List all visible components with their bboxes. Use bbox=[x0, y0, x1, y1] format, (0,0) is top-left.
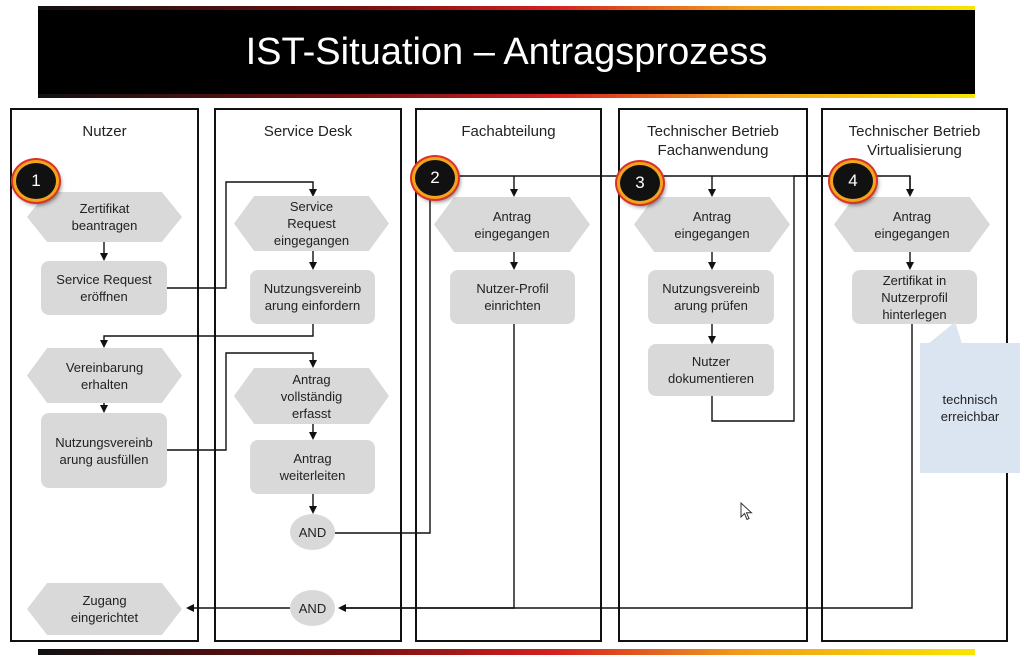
edge-and-to-lanes bbox=[335, 175, 911, 534]
lane-nutzer bbox=[10, 108, 199, 642]
lane-title-service-desk: Service Desk bbox=[263, 123, 353, 140]
node-tbv-antrag-eingegangen: Antrag eingegangen bbox=[834, 197, 990, 252]
node-zertifikat-beantragen: Zertifikat beantragen bbox=[27, 192, 182, 242]
step-badge-4: 4 bbox=[830, 160, 876, 202]
note-technisch-erreichbar: technisch erreichbar bbox=[920, 343, 1020, 473]
lane-technischer-betrieb-fachanwendung bbox=[618, 108, 808, 642]
lane-title-fachabteilung: Fachabteilung bbox=[461, 123, 556, 140]
lane-fachabteilung bbox=[415, 108, 602, 642]
mouse-cursor-icon bbox=[740, 502, 753, 521]
lane-title-tb-fachanwendung: Technischer Betrieb Fachanwendung bbox=[647, 123, 779, 159]
edge-dokumentieren-to-tbv bbox=[711, 175, 830, 422]
bottom-gradient-bar bbox=[38, 649, 975, 655]
node-tbf-antrag-eingegangen: Antrag eingegangen bbox=[634, 197, 790, 252]
edge-ausfuellen-to-antrag bbox=[167, 352, 317, 451]
node-zugang-eingerichtet: Zugang eingerichtet bbox=[27, 583, 182, 635]
title-gradient-bar bbox=[38, 94, 975, 98]
edge-einfordern-to-vereinbarung bbox=[100, 324, 314, 348]
node-and-gateway-1: AND bbox=[290, 514, 335, 550]
node-nutzungsvereinbarung-pruefen: Nutzungsvereinb arung prüfen bbox=[648, 270, 774, 324]
lane-title-tb-virtualisierung: Technischer Betrieb Virtualisierung bbox=[848, 123, 981, 159]
edge-hinterlegen-to-and bbox=[340, 324, 913, 609]
page-title: IST-Situation – Antragsprozess bbox=[245, 31, 768, 73]
node-antrag-vollstaendig-erfasst: Antrag vollständig erfasst bbox=[234, 368, 389, 424]
edge-request-to-desk bbox=[167, 181, 317, 289]
lane-title-nutzer: Nutzer bbox=[82, 123, 127, 140]
node-nutzer-dokumentieren: Nutzer dokumentieren bbox=[648, 344, 774, 396]
node-antrag-weiterleiten: Antrag weiterleiten bbox=[250, 440, 375, 494]
node-service-request-eroeffnen: Service Request eröffnen bbox=[41, 261, 167, 315]
top-gradient-bar bbox=[38, 6, 975, 10]
node-zertifikat-hinterlegen: Zertifikat in Nutzerprofil hinterlegen bbox=[852, 270, 977, 324]
lane-service-desk bbox=[214, 108, 402, 642]
node-nutzer-profil-einrichten: Nutzer-Profil einrichten bbox=[450, 270, 575, 324]
node-fa-antrag-eingegangen: Antrag eingegangen bbox=[434, 197, 590, 252]
step-badge-3: 3 bbox=[617, 162, 663, 204]
node-nutzungsvereinbarung-ausfuellen: Nutzungsvereinb arung ausfüllen bbox=[41, 413, 167, 488]
node-service-request-eingegangen: Service Request eingegangen bbox=[234, 196, 389, 251]
step-badge-1: 1 bbox=[13, 160, 59, 202]
node-and-gateway-2: AND bbox=[290, 590, 335, 626]
title-banner bbox=[38, 10, 975, 94]
node-vereinbarung-erhalten: Vereinbarung erhalten bbox=[27, 348, 182, 403]
step-badge-2: 2 bbox=[412, 157, 458, 199]
node-nutzungsvereinbarung-einfordern: Nutzungsvereinb arung einfordern bbox=[250, 270, 375, 324]
